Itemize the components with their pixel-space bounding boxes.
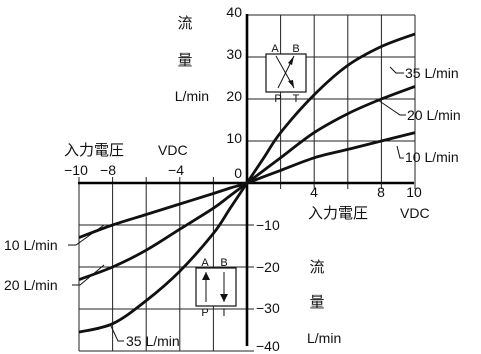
valve-symbol-parallel: A B P T <box>195 257 237 319</box>
series-label-20-left: 20 L/min <box>4 277 58 293</box>
leader-35-left <box>109 323 124 342</box>
y-title-char-lower-2: 量 <box>309 294 324 311</box>
y-tick-0: 0 <box>234 165 242 181</box>
y-title-char-1: 流 <box>177 15 192 32</box>
series-label-20-right: 20 L/min <box>407 107 461 123</box>
x-tick-neg4: −4 <box>168 162 184 178</box>
x-title-upper: 入力電圧 <box>64 142 124 159</box>
y-tick-20: 20 <box>226 88 242 104</box>
y-tick-30: 30 <box>226 46 242 62</box>
y-title-char-2: 量 <box>177 52 192 69</box>
series-line-2 <box>78 131 416 239</box>
y-tick-40: 40 <box>226 4 242 20</box>
valve-parallel-arrowhead-1 <box>202 272 210 280</box>
valve-port-p-upper: P <box>274 93 281 105</box>
y-tick-neg20: −20 <box>256 259 280 275</box>
x-tick-neg8: −8 <box>100 162 116 178</box>
series-label-35-left: 35 L/min <box>126 333 180 349</box>
valve-port-t-lower: T <box>221 307 228 319</box>
x-tick-8: 8 <box>377 184 385 200</box>
x-tick-neg10: −10 <box>64 162 88 178</box>
series-label-10-left: 10 L/min <box>4 237 58 253</box>
leader-20-left <box>72 264 105 286</box>
valve-port-a-upper: A <box>271 43 279 55</box>
series-label-10-right: 10 L/min <box>405 149 459 165</box>
valve-port-p-lower: P <box>201 307 208 319</box>
series-label-35-right: 35 L/min <box>405 65 459 81</box>
x-unit-upper: VDC <box>158 142 188 158</box>
y-tick-neg30: −30 <box>256 300 280 316</box>
y-tick-neg10: −10 <box>256 217 280 233</box>
valve-arrowhead-2 <box>288 56 294 65</box>
valve-parallel-arrowhead-2 <box>220 294 228 302</box>
leader-35-right <box>389 66 404 74</box>
y-unit-upper: L/min <box>175 88 209 104</box>
y-tick-10: 10 <box>226 130 242 146</box>
x-tick-10: 10 <box>406 184 422 200</box>
valve-port-b-lower: B <box>220 257 227 269</box>
y-unit-lower: L/min <box>307 330 341 346</box>
leader-10-right <box>396 145 404 159</box>
y-title-char-lower-1: 流 <box>309 259 324 276</box>
valve-port-a-lower: A <box>201 257 209 269</box>
valve-port-t-upper: T <box>293 93 300 105</box>
leader-20-right <box>377 99 406 116</box>
series-curves <box>78 32 416 334</box>
x-unit-lower: VDC <box>400 205 430 221</box>
valve-box-parallel <box>195 267 237 307</box>
y-tick-neg40: −40 <box>256 338 280 354</box>
valve-port-b-upper: B <box>292 43 299 55</box>
x-tick-4: 4 <box>310 184 318 200</box>
x-title-lower: 入力電圧 <box>308 205 368 222</box>
valve-arrowhead-1 <box>288 80 294 88</box>
leader-10-left <box>68 224 105 246</box>
valve-symbol-crossed: A B P T <box>265 43 307 105</box>
